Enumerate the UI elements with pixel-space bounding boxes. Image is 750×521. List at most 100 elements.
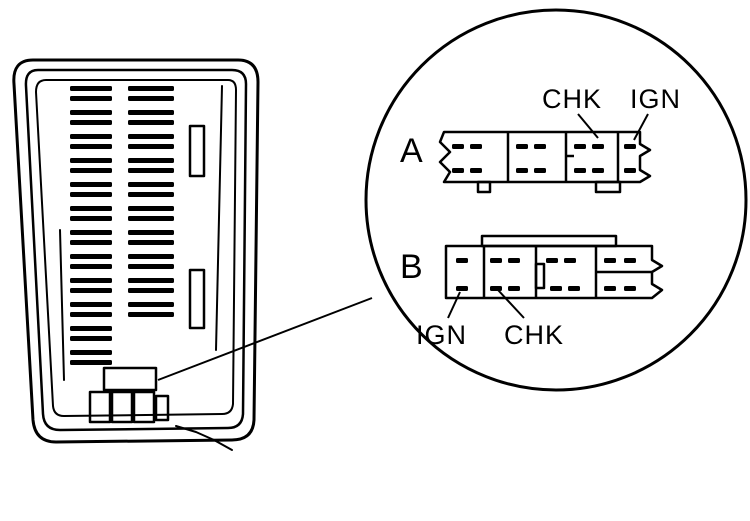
leader-b-ign [447,291,461,319]
connector-b-pin [490,258,502,263]
connector-a-pin [516,168,528,173]
fuse-box-wire-exit [175,425,233,451]
pin-leaders [447,113,649,319]
fuse-bar [70,144,112,149]
fuse-bar [70,192,112,197]
connector-b-pin [550,286,562,291]
fuse-bar [70,336,112,341]
connector-a-latch [476,180,492,194]
fuse-bar [128,254,174,259]
fuse-bar [128,312,174,317]
fuse-box-slot-upper [188,124,206,178]
fuse-box-rail-left [59,229,65,381]
connector-a-pin [452,144,464,149]
connector-b-pin [456,258,468,263]
fuse-box-slot-lower [188,268,206,330]
fuse-box-bottom-connectors [88,390,170,424]
connector-b-top-ridge [480,234,618,248]
leader-b-chk [497,289,525,319]
connector-a-pins [452,144,636,173]
fuse-rows [70,86,174,365]
connector-b-pin [508,286,520,291]
connector-b-pin [456,286,468,291]
connector-b-pin [624,286,636,291]
connector-a-letter: A [400,132,423,170]
fuse-bar [70,326,112,331]
fuse-bar [70,312,112,317]
leader-a-ign [633,113,649,141]
connector-b [444,234,664,300]
connector-b-letter: B [400,248,423,286]
fuse-bar [70,206,112,211]
fuse-bar [70,288,112,293]
connector-a-pin [574,144,586,149]
connector-b-pins [456,258,636,291]
detail-circle [364,8,748,392]
fuse-box [12,58,260,451]
connector-a-label-ign: IGN [630,84,681,114]
connector-a-pin [624,144,636,149]
connector-a-pin [534,168,546,173]
fuse-bar [70,240,112,245]
connector-b-body [444,244,664,300]
fuse-bar [128,158,174,163]
fuse-bar [128,96,174,101]
fuse-bar [128,86,174,91]
fuse-bar [128,206,174,211]
fuse-bar [128,120,174,125]
connector-b-pin [604,258,616,263]
fuse-bar [70,254,112,259]
leader-a-chk [577,113,599,139]
fuse-bar [70,350,112,355]
fuse-bar [128,240,174,245]
fuse-bar [128,168,174,173]
fuse-bar [70,264,112,269]
fuse-bar [70,120,112,125]
connector-a-pin [534,144,546,149]
fuse-bar [70,216,112,221]
fuse-bar [70,230,112,235]
connector-b-pin [564,258,576,263]
connector-a-pin [592,144,604,149]
connector-b-pin [604,286,616,291]
fuse-box-housing-inner [24,68,248,432]
connector-b-label-ign: IGN [416,320,467,350]
connector-a [438,130,652,194]
connector-a-pin [574,168,586,173]
fuse-bar [70,182,112,187]
fuse-bar [128,288,174,293]
connector-b-label-chk: CHK [504,320,564,350]
connector-b-pin [546,258,558,263]
fuse-bar [128,264,174,269]
connector-a-pin [624,168,636,173]
fuse-bar [128,110,174,115]
fuse-bar [70,168,112,173]
fuse-bar [128,134,174,139]
fuse-bar [70,360,112,365]
fuse-box-housing-outer [12,58,260,444]
connector-b-pin [624,258,636,263]
connector-a-pin [592,168,604,173]
connector-a-pin [470,144,482,149]
fuse-bar [70,134,112,139]
fuse-bar [70,302,112,307]
connector-a-pin [516,144,528,149]
connector-b-key [534,262,546,290]
fuse-box-relay-block [102,366,158,392]
connector-a-pin [452,168,464,173]
fuse-bar [70,110,112,115]
connector-a-foot [594,180,622,194]
fuse-bar [128,216,174,221]
fuse-box-inner-rim [35,79,237,417]
connector-a-label-chk: CHK [542,84,602,114]
leader-line [157,297,373,381]
fuse-bar [128,230,174,235]
fuse-box-rail-right [215,85,223,351]
fuse-bar [128,144,174,149]
fuse-bar [128,182,174,187]
connector-b-pin [490,286,502,291]
fuse-bar [70,86,112,91]
connector-a-pin [470,168,482,173]
fuse-bar [70,158,112,163]
